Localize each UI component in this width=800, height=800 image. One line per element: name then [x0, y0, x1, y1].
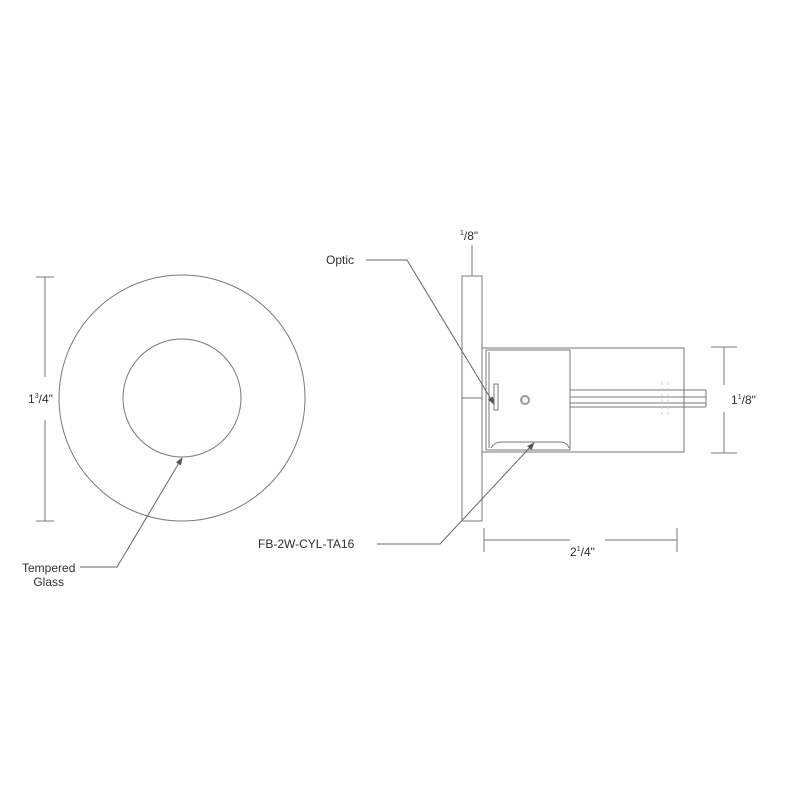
optic-leader: [366, 259, 495, 405]
dim-whole: 2: [570, 545, 577, 559]
tempered-glass-label: Tempered Glass: [22, 561, 75, 589]
optic-clip: [493, 383, 499, 411]
dim-denominator: 4": [41, 392, 53, 406]
model-number-label: FB-2W-CYL-TA16: [258, 537, 355, 551]
dim-whole: 1: [731, 393, 738, 407]
callout-line-2: Glass: [33, 575, 65, 589]
housing-bottom-detail: [490, 441, 570, 449]
diameter-dimension-line: [711, 346, 737, 454]
callout-line-1: Tempered: [22, 561, 76, 575]
diameter-dimension-label: 11/8": [731, 391, 756, 407]
tempered-glass-circle: [122, 338, 242, 458]
dim-numerator: 1: [460, 230, 464, 237]
front-view: [36, 274, 306, 568]
length-dimension-label: 21/4": [570, 543, 595, 559]
dim-numerator: 1: [737, 394, 742, 401]
height-dimension-label: 13/4": [28, 390, 53, 406]
tempered-glass-leader: [80, 457, 183, 568]
length-dimension-line: [483, 528, 678, 552]
screw-icon: [520, 395, 530, 405]
dim-denominator: 8": [467, 229, 479, 243]
outer-trim-circle: [58, 274, 306, 522]
side-view: [366, 245, 737, 552]
flange-thickness-label: 1/8": [460, 227, 479, 243]
dim-numerator: 3: [34, 393, 39, 400]
height-dimension-line: [36, 276, 54, 522]
housing-body: [481, 347, 685, 453]
wires: [570, 382, 707, 416]
dim-whole: 1: [28, 392, 35, 406]
dim-denominator: 8": [744, 393, 756, 407]
dim-numerator: 1: [576, 546, 581, 553]
optic-label: Optic: [326, 253, 355, 267]
dim-denominator: 4": [583, 545, 595, 559]
model-leader: [377, 442, 535, 545]
